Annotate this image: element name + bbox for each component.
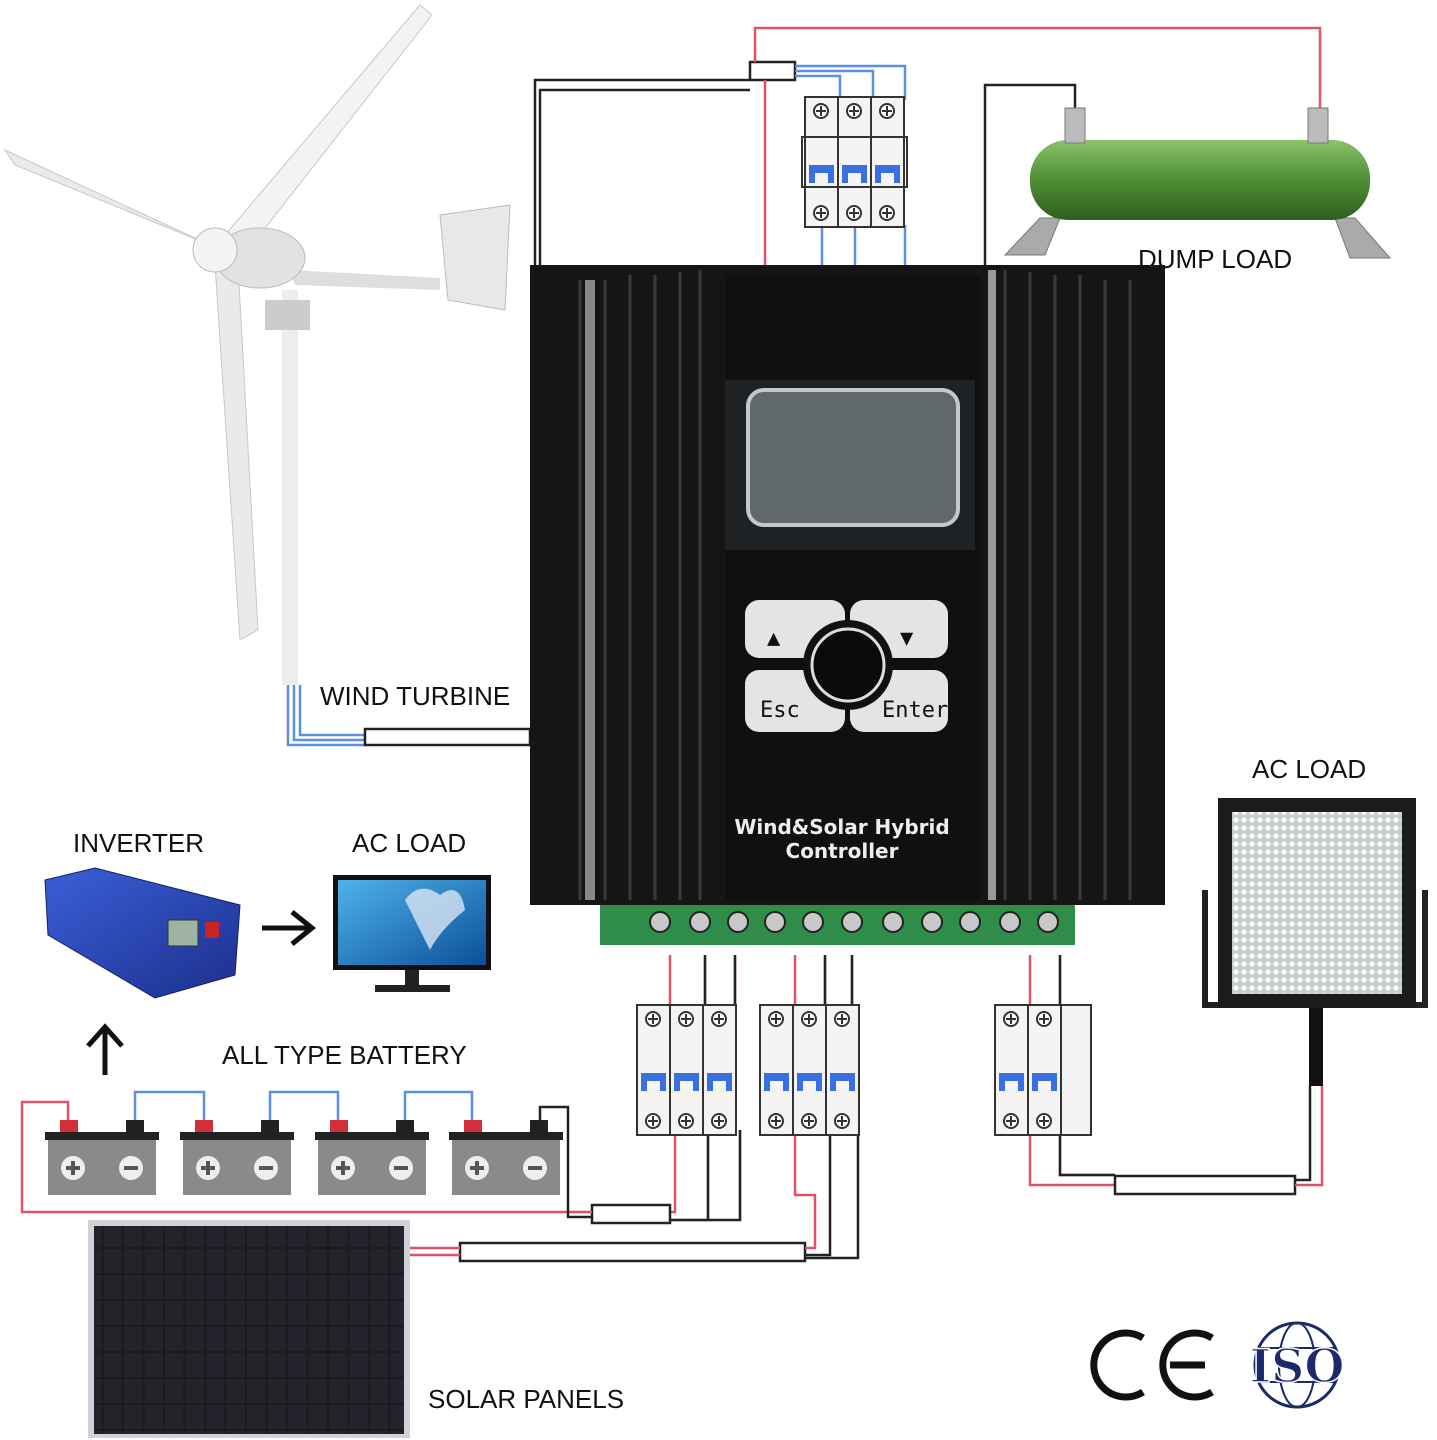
ac-load-floodlight (1202, 798, 1428, 1086)
battery (180, 1120, 294, 1195)
ac-load-left-label: AC LOAD (352, 828, 466, 858)
battery (315, 1120, 429, 1195)
controller-keypad: ▲ ▼ Esc Enter (745, 600, 948, 732)
ac-load-right-label: AC LOAD (1252, 754, 1366, 784)
ce-mark (1090, 1329, 1214, 1401)
wind-turbine-image (3, 4, 511, 685)
battery (45, 1120, 159, 1195)
terminal-block (600, 905, 1075, 945)
solar-panel-image (88, 1220, 410, 1438)
battery-bank (45, 1120, 563, 1195)
wind-turbine-label: WIND TURBINE (320, 681, 510, 711)
breaker-solar (759, 1004, 860, 1136)
dump-load-resistor (1003, 107, 1392, 259)
down-arrow-icon: ▼ (900, 626, 914, 651)
hybrid-controller (530, 265, 1165, 945)
enter-label: Enter (882, 698, 948, 723)
esc-label: Esc (760, 698, 800, 723)
breaker-ac-load (994, 1004, 1092, 1136)
center-button[interactable] (810, 627, 886, 703)
solar-panels-label: SOLAR PANELS (428, 1384, 624, 1414)
iso-logo: ISO (1249, 1321, 1345, 1409)
ac-load-monitor (333, 875, 491, 992)
inverter-image (44, 867, 241, 999)
up-arrow-icon: ▲ (767, 626, 781, 651)
inverter-label: INVERTER (73, 828, 204, 858)
battery-label: ALL TYPE BATTERY (222, 1040, 467, 1070)
breaker-battery (636, 1004, 737, 1136)
iso-text: ISO (1250, 1339, 1345, 1393)
controller-title: Wind&Solar Hybrid (734, 815, 949, 839)
arrow-up-icon (86, 1023, 124, 1075)
breaker-wind (801, 96, 908, 228)
arrow-right-icon (262, 910, 317, 946)
controller-subtitle: Controller (786, 839, 899, 863)
lcd-display (746, 388, 960, 527)
battery (449, 1120, 563, 1195)
